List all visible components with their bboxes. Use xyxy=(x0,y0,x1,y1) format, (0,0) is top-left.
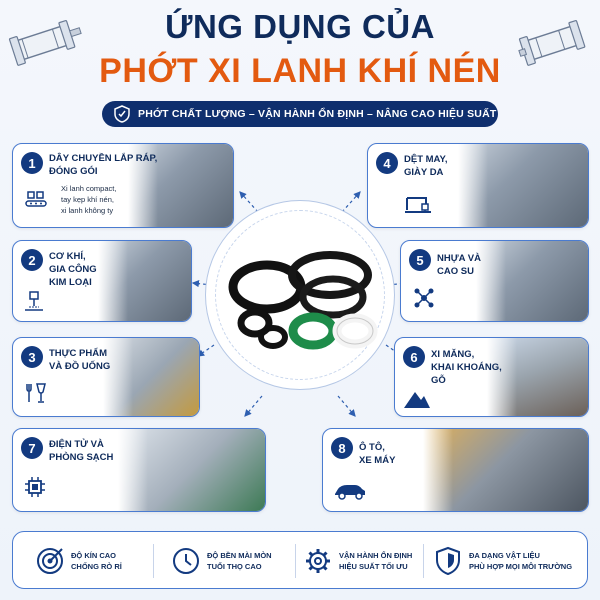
card-title: GIA CÔNG xyxy=(49,264,97,275)
feature-item: ĐA DẠNG VẬT LIỆU PHÙ HỢP MỌI MÔI TRƯỜNG xyxy=(433,532,572,590)
feature-item: ĐỘ KÍN CAO CHỐNG RÒ RỈ xyxy=(35,532,122,590)
application-card-8: 8 Ô TÔ, XE MÁY xyxy=(322,428,589,512)
feature-text: TUỔI THỌ CAO xyxy=(207,562,262,571)
card-title: GỖ xyxy=(431,375,446,386)
card-title: CAO SU xyxy=(437,266,474,277)
cnc-machining-photo xyxy=(98,241,191,321)
feature-text: CHỐNG RÒ RỈ xyxy=(71,562,122,571)
card-number: 2 xyxy=(21,249,43,271)
gear-icon xyxy=(306,549,330,573)
mountain-icon xyxy=(404,392,430,408)
feature-text: PHÙ HỢP MỌI MÔI TRƯỜNG xyxy=(469,562,573,571)
card-title: CƠ KHÍ, xyxy=(49,251,86,262)
application-card-1: 1 DÂY CHUYỀN LẮP RÁP, ĐÓNG GÓI Xi lanh c… xyxy=(12,143,234,228)
center-ring xyxy=(215,210,385,380)
card-number: 5 xyxy=(409,249,431,271)
pneumatic-cylinder-icon xyxy=(8,20,82,66)
card-title: ĐÓNG GÓI xyxy=(49,166,98,177)
card-number: 1 xyxy=(21,152,43,174)
feature-text: ĐỘ KÍN CAO xyxy=(71,551,116,560)
feature-text: ĐỘ BỀN MÀI MÒN xyxy=(207,551,272,560)
conveyor-icon xyxy=(25,191,47,207)
card-number: 8 xyxy=(331,437,353,459)
card-number: 6 xyxy=(403,346,425,368)
electronics-cleanroom-photo xyxy=(118,429,265,511)
textile-machine-photo xyxy=(458,144,588,227)
card-title: NHỰA VÀ xyxy=(437,253,481,264)
shield-icon xyxy=(114,105,130,123)
card-title: ĐIỆN TỬ VÀ xyxy=(49,439,104,450)
molecule-icon xyxy=(414,288,434,308)
assembly-line-photo xyxy=(128,144,233,227)
card-title: GIÀY DA xyxy=(404,167,444,178)
clock-icon xyxy=(173,548,199,574)
card-description: tay kẹp khí nén, xyxy=(61,195,114,204)
divider xyxy=(423,544,424,578)
feature-text: ĐA DẠNG VẬT LIỆU xyxy=(469,551,540,560)
slogan-banner: PHỚT CHẤT LƯỢNG – VẬN HÀNH ỔN ĐỊNH – NÂN… xyxy=(102,101,498,127)
plastic-rubber-photo xyxy=(476,241,588,321)
card-description: xi lanh không ty xyxy=(61,206,114,215)
page-subtitle: PHỚT XI LANH KHÍ NÉN xyxy=(99,52,501,90)
cement-plant-photo xyxy=(487,338,588,416)
card-title: PHÒNG SẠCH xyxy=(49,452,114,463)
card-title: XI MĂNG, xyxy=(431,349,475,360)
page-title: ỨNG DỤNG CỦA xyxy=(165,8,435,45)
slogan-text: PHỚT CHẤT LƯỢNG – VẬN HÀNH ỔN ĐỊNH – NÂN… xyxy=(138,108,497,120)
seal-rings-illustration xyxy=(228,251,378,350)
card-number: 3 xyxy=(21,346,43,368)
card-title: KHAI KHOÁNG, xyxy=(431,362,502,373)
application-card-2: 2 CƠ KHÍ, GIA CÔNG KIM LOẠI xyxy=(12,240,192,322)
chip-icon xyxy=(25,477,45,497)
feature-text: HIỆU SUẤT TỐI ƯU xyxy=(339,562,408,571)
shield-icon xyxy=(436,546,460,576)
pneumatic-cylinder-icon xyxy=(518,20,586,66)
food-beverage-photo xyxy=(103,338,199,416)
card-number: 4 xyxy=(376,152,398,174)
feature-item: VẬN HÀNH ỔN ĐỊNH HIỆU SUẤT TỐI ƯU xyxy=(303,532,412,590)
application-card-3: 3 THỰC PHẨM VÀ ĐỒ UỐNG xyxy=(12,337,200,417)
application-card-5: 5 NHỰA VÀ CAO SU xyxy=(400,240,589,322)
card-title: Ô TÔ, xyxy=(359,442,385,453)
feature-item: ĐỘ BỀN MÀI MÒN TUỔI THỌ CAO xyxy=(171,532,272,590)
card-number: 7 xyxy=(21,437,43,459)
target-icon xyxy=(37,548,63,574)
card-title: DÂY CHUYỀN LẮP RÁP, xyxy=(49,153,158,164)
card-description: Xi lanh compact, xyxy=(61,184,117,193)
feature-bar: ĐỘ KÍN CAO CHỐNG RÒ RỈ ĐỘ BỀN MÀI MÒN TU… xyxy=(12,531,588,589)
feature-text: VẬN HÀNH ỔN ĐỊNH xyxy=(339,551,413,560)
card-title: THỰC PHẨM xyxy=(49,348,108,359)
card-title: DỆT MAY, xyxy=(404,154,448,165)
card-title: XE MÁY xyxy=(359,455,396,466)
application-card-7: 7 ĐIỆN TỬ VÀ PHÒNG SẠCH xyxy=(12,428,266,512)
fork-glass-icon xyxy=(26,383,46,403)
application-card-4: 4 DỆT MAY, GIÀY DA xyxy=(367,143,589,228)
card-title: KIM LOẠI xyxy=(49,277,92,288)
car-icon xyxy=(335,485,365,500)
automotive-assembly-photo xyxy=(423,429,588,511)
sewing-machine-icon xyxy=(405,197,431,213)
divider xyxy=(295,544,296,578)
laser-cutting-icon xyxy=(25,291,43,311)
card-title: VÀ ĐỒ UỐNG xyxy=(49,361,111,372)
divider xyxy=(153,544,154,578)
application-card-6: 6 XI MĂNG, KHAI KHOÁNG, GỖ xyxy=(394,337,589,417)
